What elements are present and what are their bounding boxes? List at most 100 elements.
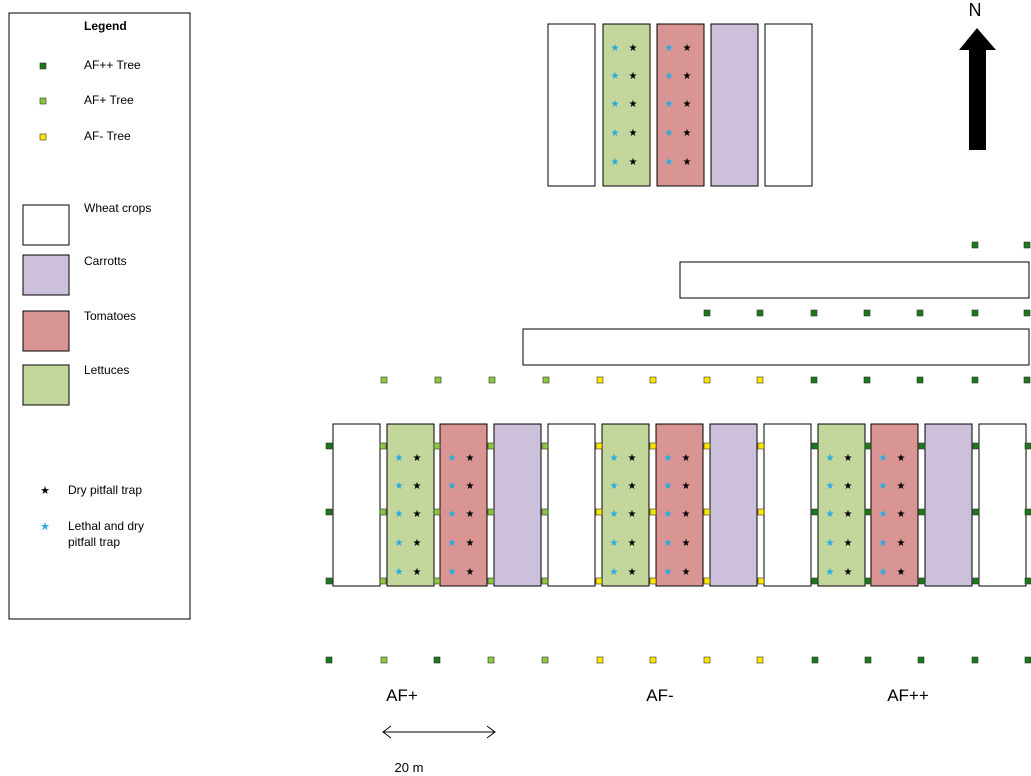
- af-plusplus-tree-swatch: [39, 62, 47, 70]
- dry-trap-star-icon: ★: [897, 481, 906, 492]
- lethal-dry-trap-star-icon: ★: [448, 481, 457, 492]
- lethal-dry-trap-star-icon: ★: [611, 128, 620, 139]
- af-plusplus-tree: [864, 442, 872, 450]
- dry-trap-star-icon: ★: [40, 485, 50, 497]
- af-plusplus-tree: [1023, 309, 1031, 317]
- lethal-dry-trap-star-icon: ★: [611, 71, 620, 82]
- af-plusplus-tree: [916, 309, 924, 317]
- dry-trap-star-icon: ★: [682, 538, 691, 549]
- af-minus-tree: [649, 442, 657, 450]
- dry-trap-star-icon: ★: [844, 509, 853, 520]
- af-plusplus-tree: [918, 442, 926, 450]
- af-minus-tree: [703, 376, 711, 384]
- legend-trap-label: Dry pitfall trap: [68, 483, 142, 497]
- af-plusplus-tree: [918, 508, 926, 516]
- lethal-dry-trap-star-icon: ★: [665, 71, 674, 82]
- af-plusplus-tree: [864, 508, 872, 516]
- dry-trap-star-icon: ★: [466, 453, 475, 464]
- legend-tree-label: AF- Tree: [84, 129, 131, 143]
- dry-trap-star-icon: ★: [466, 538, 475, 549]
- lettuce-plot: [602, 23, 651, 187]
- carrots-swatch: [22, 254, 70, 296]
- lethal-dry-trap-star-icon: ★: [611, 43, 620, 54]
- tomato-plot: [439, 423, 488, 587]
- legend-crop-label: Wheat crops: [84, 201, 151, 215]
- af-plusplus-tree: [971, 241, 979, 249]
- af-plusplus-tree: [325, 508, 333, 516]
- wheat-crops-swatch: [22, 204, 70, 246]
- legend-trap-label: Lethal and dry: [68, 519, 144, 533]
- lethal-dry-trap-star-icon: ★: [665, 43, 674, 54]
- lethal-dry-trap-star-icon: ★: [879, 481, 888, 492]
- af-plus-tree: [541, 442, 549, 450]
- legend-trap-label: pitfall trap: [68, 535, 120, 549]
- lettuce-plot: [817, 423, 866, 587]
- af-plus-tree: [541, 577, 549, 585]
- af-minus-tree: [756, 656, 764, 664]
- lethal-dry-trap-star-icon: ★: [665, 128, 674, 139]
- dry-trap-star-icon: ★: [683, 71, 692, 82]
- af-plus-tree: [380, 376, 388, 384]
- dry-trap-star-icon: ★: [844, 538, 853, 549]
- af-plusplus-tree: [811, 656, 819, 664]
- dry-trap-star-icon: ★: [628, 509, 637, 520]
- dry-trap-star-icon: ★: [682, 453, 691, 464]
- af-plusplus-tree: [811, 577, 819, 585]
- legend: Legend AF++ Tree AF+ Tree AF- Tree Wheat…: [8, 12, 191, 620]
- af-plus-tree: [541, 656, 549, 664]
- lettuce-plot: [386, 423, 435, 587]
- wheat-plot: [764, 23, 813, 187]
- af-plusplus-tree: [971, 309, 979, 317]
- af-minus-tree: [649, 508, 657, 516]
- lethal-dry-trap-star-icon: ★: [448, 538, 457, 549]
- legend-crop-label: Tomatoes: [84, 309, 136, 323]
- af-plus-tree: [487, 442, 495, 450]
- lethal-dry-trap-star-icon: ★: [610, 481, 619, 492]
- dry-trap-star-icon: ★: [682, 567, 691, 578]
- wheat-plot: [547, 423, 596, 587]
- af-plusplus-tree: [1023, 376, 1031, 384]
- dry-trap-star-icon: ★: [466, 567, 475, 578]
- tomatoes-swatch: [22, 310, 70, 352]
- dry-trap-star-icon: ★: [413, 567, 422, 578]
- carrot-plot: [493, 423, 542, 587]
- lethal-dry-trap-star-icon: ★: [665, 157, 674, 168]
- af-plusplus-tree: [971, 376, 979, 384]
- lethal-dry-trap-star-icon: ★: [826, 453, 835, 464]
- af-plus-tree: [379, 508, 387, 516]
- af-plusplus-tree: [972, 442, 980, 450]
- wheat-plot: [978, 423, 1027, 587]
- af-plusplus-tree: [325, 442, 333, 450]
- tomato-plot: [656, 23, 705, 187]
- legend-tree-label: AF+ Tree: [84, 93, 134, 107]
- lethal-dry-trap-star-icon: ★: [395, 509, 404, 520]
- lethal-dry-trap-star-icon: ★: [610, 538, 619, 549]
- wheat-plot: [763, 423, 812, 587]
- legend-title: Legend: [84, 19, 127, 33]
- lethal-dry-trap-star-icon: ★: [879, 538, 888, 549]
- dry-trap-star-icon: ★: [629, 43, 638, 54]
- lethal-dry-trap-star-icon: ★: [611, 157, 620, 168]
- af-plusplus-tree: [325, 656, 333, 664]
- af-minus-tree: [703, 442, 711, 450]
- af-plusplus-tree: [917, 656, 925, 664]
- af-plus-tree: [541, 508, 549, 516]
- zone-label-af-minus: AF-: [646, 686, 673, 705]
- af-minus-tree: [757, 577, 765, 585]
- north-arrow: N: [959, 0, 996, 150]
- lettuces-swatch: [22, 364, 70, 406]
- lethal-dry-trap-star-icon: ★: [610, 509, 619, 520]
- af-minus-tree: [649, 577, 657, 585]
- af-plusplus-tree: [918, 577, 926, 585]
- af-plusplus-tree: [1024, 577, 1031, 585]
- dry-trap-star-icon: ★: [628, 481, 637, 492]
- dry-trap-star-icon: ★: [897, 567, 906, 578]
- lethal-dry-trap-star-icon: ★: [448, 453, 457, 464]
- lethal-dry-trap-star-icon: ★: [448, 509, 457, 520]
- af-minus-tree: [595, 577, 603, 585]
- lethal-dry-trap-star-icon: ★: [664, 481, 673, 492]
- lethal-dry-trap-star-icon: ★: [610, 453, 619, 464]
- lethal-dry-trap-star-icon: ★: [448, 567, 457, 578]
- af-plus-tree: [488, 376, 496, 384]
